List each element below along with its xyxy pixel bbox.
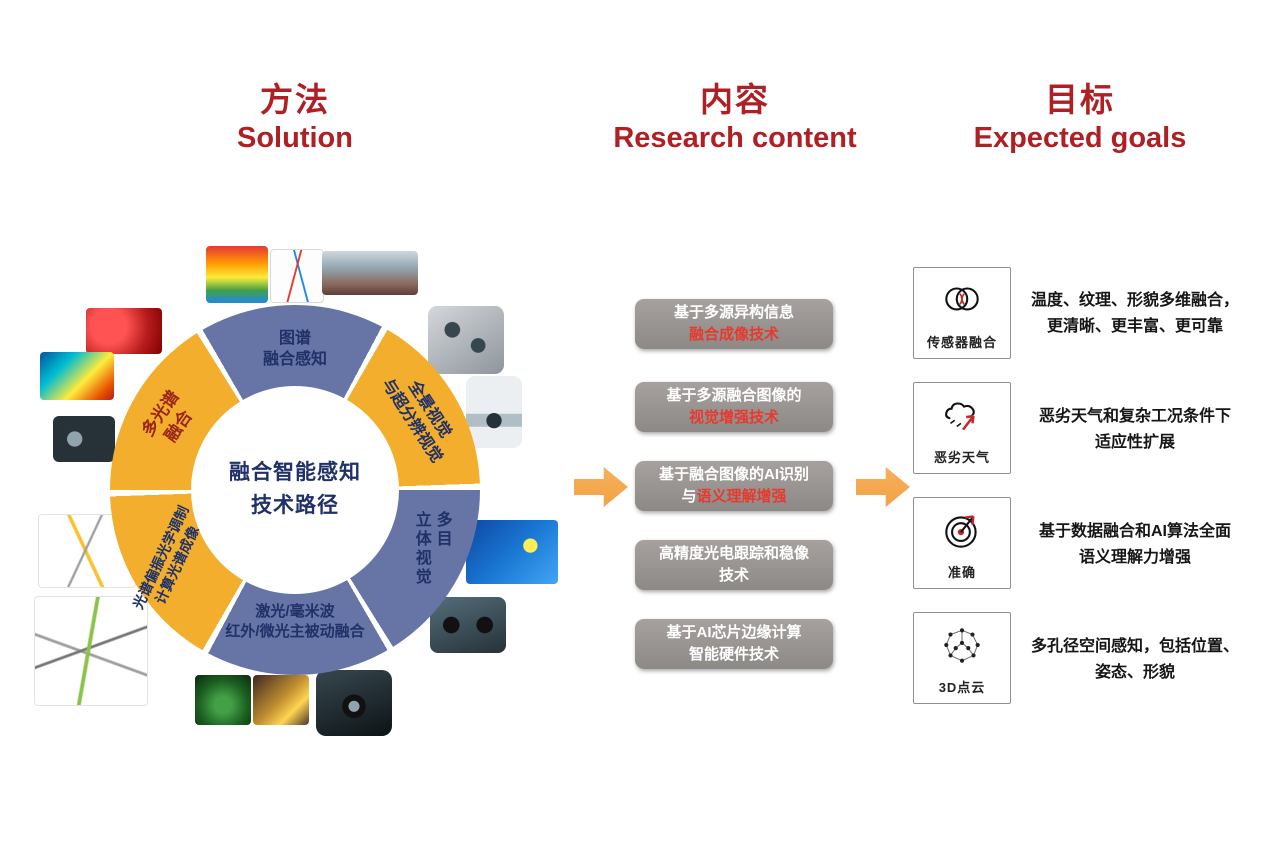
goal-item-3d-point-cloud: 3D点云	[913, 612, 1011, 704]
red-fruit-photo	[86, 308, 162, 354]
segment-line: 立体视觉	[412, 511, 430, 587]
goal-desc-line2: 语义理解力增强	[1078, 548, 1191, 566]
segment-line: 红外/微光主被动融合	[225, 622, 365, 640]
research-box-fusion-imaging: 基于多源异构信息 融合成像技术	[635, 299, 833, 349]
goal-desc-accuracy: 基于数据融合和AI算法全面 语义理解力增强	[1016, 519, 1254, 570]
goal-label: 3D点云	[938, 680, 986, 695]
ptz-camera	[466, 376, 522, 448]
research-box-line2-red: 语义理解增强	[696, 488, 787, 505]
goal-desc-line2: 姿态、形貌	[1094, 663, 1175, 681]
research-box-line2-white: 智能硬件技术	[688, 646, 779, 663]
research-box-line2: 技术	[635, 565, 833, 587]
solution-header-zh: 方法	[260, 81, 330, 118]
research-box-line2-red: 视觉增强技术	[688, 409, 779, 426]
goal-desc-line1: 温度、纹理、形貌多维融合，	[1030, 292, 1239, 309]
optical-path-diagram	[34, 596, 148, 706]
thermal-boxes-image	[466, 520, 558, 584]
research-box-line2-white: 技术	[718, 567, 749, 584]
research-box-line1: 高精度光电跟踪和稳像	[658, 545, 809, 563]
night-vision-image	[195, 675, 251, 725]
spectral-camera-device	[53, 416, 115, 462]
content-header-zh: 内容	[700, 81, 770, 118]
research-box-line1: 基于AI芯片边缘计算	[666, 624, 802, 642]
solution-header: 方法 Solution	[160, 80, 430, 156]
segment-line: 图谱	[278, 330, 311, 347]
research-box-line2: 融合成像技术	[635, 324, 833, 346]
research-box-line2: 智能硬件技术	[635, 644, 833, 666]
goal-desc-bad-weather: 恶劣天气和复杂工况条件下 适应性扩展	[1016, 404, 1254, 455]
segment-map-spectrum-fusion: 图谱 融合感知	[195, 329, 395, 371]
goal-desc-line1: 恶劣天气和复杂工况条件下	[1038, 408, 1231, 425]
segment-laser-mmwave-fusion: 激光/毫米波 红外/微光主被动融合	[170, 602, 420, 641]
goals-header: 目标 Expected goals	[945, 80, 1215, 156]
goal-desc-line2: 适应性扩展	[1094, 433, 1175, 451]
solution-header-en: Solution	[237, 122, 353, 154]
solution-donut: 融合智能感知 技术路径 图谱 融合感知 全景视觉 与超分辨视觉 多目 立体视觉 …	[110, 305, 480, 675]
goals-header-zh: 目标	[1045, 81, 1115, 118]
goal-item-accuracy: 准确	[913, 497, 1011, 589]
goal-item-sensor-fusion: 传感器融合	[913, 267, 1011, 359]
goals-header-en: Expected goals	[973, 122, 1187, 154]
bad-weather-icon	[939, 392, 985, 438]
donut-center: 融合智能感知 技术路径	[191, 386, 399, 594]
segment-multi-eye-stereo: 多目 立体视觉	[410, 511, 452, 641]
research-box-vision-enhancement: 基于多源融合图像的 视觉增强技术	[635, 382, 833, 432]
donut-center-line1: 融合智能感知	[229, 461, 361, 485]
goal-label: 准确	[947, 565, 976, 580]
infrared-scene-image	[253, 675, 309, 725]
gimbal-camera	[316, 670, 392, 736]
spectral-curves-chart	[270, 249, 324, 303]
research-box-ai-chip-hardware: 基于AI芯片边缘计算 智能硬件技术	[635, 619, 833, 669]
research-box-photoelectric-tracking: 高精度光电跟踪和稳像 技术	[635, 540, 833, 590]
flow-arrow-left	[574, 467, 628, 507]
goal-desc-sensor-fusion: 温度、纹理、形貌多维融合， 更清晰、更丰富、更可靠	[1016, 288, 1254, 339]
point-cloud-icon	[939, 622, 985, 668]
goal-item-bad-weather: 恶劣天气	[913, 382, 1011, 474]
flow-arrow-right	[856, 467, 910, 507]
research-box-line1: 基于多源异构信息	[673, 304, 794, 322]
sensor-fusion-venn-icon	[939, 277, 985, 323]
goal-desc-line1: 多孔径空间感知，包括位置、	[1030, 638, 1239, 655]
research-box-line2-red: 融合成像技术	[688, 326, 779, 343]
segment-line: 融合感知	[262, 350, 327, 368]
fruit-thermal-photo	[40, 352, 114, 400]
panorama-strip	[322, 251, 418, 295]
goal-desc-line2: 更清晰、更丰富、更可靠	[1046, 317, 1223, 335]
research-box-ai-recognition: 基于融合图像的AI识别 与语义理解增强	[635, 461, 833, 511]
research-box-line2: 与语义理解增强	[635, 486, 833, 508]
segment-line: 激光/毫米波	[255, 603, 335, 620]
goal-desc-3d-point-cloud: 多孔径空间感知，包括位置、 姿态、形貌	[1016, 634, 1254, 685]
multi-aperture-camera	[428, 306, 504, 374]
goal-label: 恶劣天气	[933, 450, 990, 465]
accuracy-target-icon	[939, 507, 985, 553]
multispectral-surface-plot	[206, 246, 268, 303]
content-header-en: Research content	[613, 122, 857, 154]
content-header: 内容 Research content	[580, 80, 890, 156]
donut-center-line2: 技术路径	[251, 494, 339, 517]
segment-line: 多目	[433, 511, 451, 549]
research-box-line2: 视觉增强技术	[635, 407, 833, 429]
research-box-line1: 基于融合图像的AI识别	[658, 466, 809, 484]
research-box-line2-white: 与	[681, 488, 697, 505]
goal-desc-line1: 基于数据融合和AI算法全面	[1038, 523, 1231, 540]
goal-label: 传感器融合	[926, 335, 997, 350]
stereo-camera	[430, 597, 506, 653]
research-box-line1: 基于多源融合图像的	[666, 387, 802, 405]
